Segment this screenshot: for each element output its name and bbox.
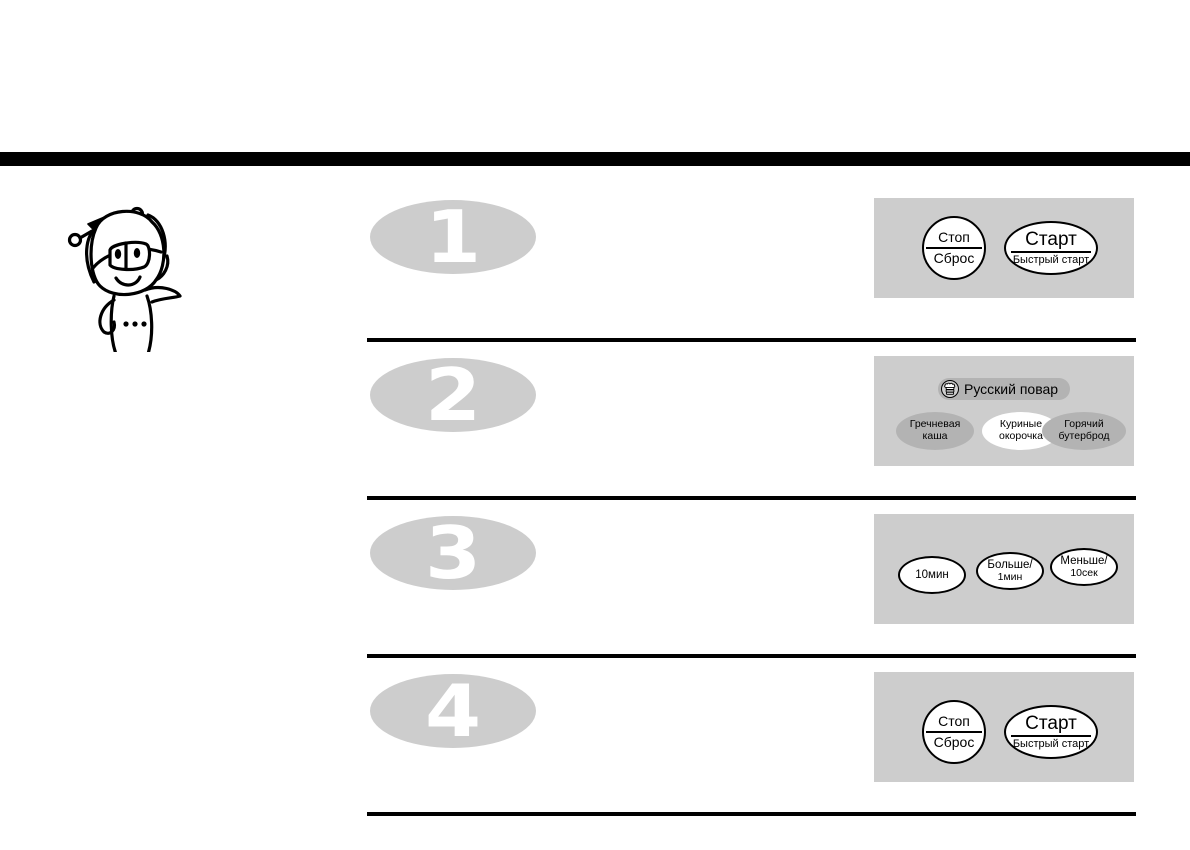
header-divider-bar (0, 152, 1190, 166)
time-button-line2: 10сек (1070, 566, 1098, 579)
control-panel-step-4: Стоп Сброс Старт Быстрый старт (874, 672, 1134, 782)
stop-label: Стоп (938, 713, 970, 730)
stop-label: Стоп (938, 229, 970, 246)
step-number-badge: 4 (370, 674, 536, 748)
menu-option-line1: Горячий (1064, 418, 1104, 431)
button-divider (926, 246, 982, 250)
start-label: Старт (1025, 713, 1077, 735)
start-quickstart-button[interactable]: Старт Быстрый старт (1004, 221, 1098, 275)
button-divider (1011, 734, 1091, 738)
menu-option-line1: Гречневая (909, 418, 961, 431)
time-button-line1: 10мин (915, 568, 949, 581)
menu-option-line2: окорочка (999, 430, 1043, 442)
quick-start-label: Быстрый старт (1012, 253, 1090, 266)
less-ten-second-button[interactable]: Меньше/ 10сек (1050, 548, 1118, 586)
control-panel-step-1: Стоп Сброс Старт Быстрый старт (874, 198, 1134, 298)
menu-option-line2: каша (922, 430, 948, 442)
button-divider (926, 730, 982, 734)
menu-option-buckwheat-porridge[interactable]: Гречневая каша (896, 412, 974, 450)
reset-label: Сброс (933, 250, 975, 267)
time-button-line1: Больше/ (987, 559, 1033, 572)
steps-list: 1 Стоп Сброс Старт Быстрый старт 2 (0, 166, 1190, 850)
step-row: 1 Стоп Сброс Старт Быстрый старт (0, 188, 1190, 346)
step-number: 2 (424, 353, 482, 437)
time-button-line1: Меньше/ (1060, 555, 1108, 568)
stop-reset-button[interactable]: Стоп Сброс (922, 700, 986, 764)
step-number-badge: 1 (370, 200, 536, 274)
stop-reset-button[interactable]: Стоп Сброс (922, 216, 986, 280)
step-separator (367, 812, 1136, 816)
ten-minute-button[interactable]: 10мин (898, 556, 966, 594)
header-area (0, 0, 1190, 152)
step-number: 3 (424, 511, 482, 595)
step-separator (367, 654, 1136, 658)
quick-start-label: Быстрый старт (1012, 737, 1090, 750)
button-divider (1011, 250, 1091, 254)
menu-option-line1: Куриные (999, 418, 1043, 431)
control-panel-step-2: Русский повар Гречневая каша Куриные око… (874, 356, 1134, 466)
step-separator (367, 338, 1136, 342)
step-number-badge: 2 (370, 358, 536, 432)
russian-cook-button[interactable]: Русский повар (938, 378, 1071, 400)
time-button-line2: 1мин (997, 570, 1023, 583)
reset-label: Сброс (933, 734, 975, 751)
russian-cook-label: Русский повар (964, 381, 1059, 397)
step-row: 2 Русский повар Гречневая (0, 346, 1190, 504)
control-panel-step-3: 10мин Больше/ 1мин Меньше/ 10сек (874, 514, 1134, 624)
step-row: 4 Стоп Сброс Старт Быстрый старт (0, 662, 1190, 820)
step-number: 4 (424, 669, 482, 753)
step-row: 3 10мин Больше/ 1мин Меньше/ 10сек (0, 504, 1190, 662)
start-quickstart-button[interactable]: Старт Быстрый старт (1004, 705, 1098, 759)
step-number: 1 (424, 195, 482, 279)
menu-option-hot-sandwich[interactable]: Горячий бутерброд (1042, 412, 1126, 450)
more-one-minute-button[interactable]: Больше/ 1мин (976, 552, 1044, 590)
robot-character-icon (67, 206, 182, 382)
step-number-badge: 3 (370, 516, 536, 590)
chef-hat-glyph (944, 382, 956, 395)
chef-hat-icon (941, 380, 959, 398)
start-label: Старт (1025, 229, 1077, 251)
step-separator (367, 496, 1136, 500)
menu-option-line2: бутерброд (1058, 430, 1110, 442)
mascot-illustration (52, 172, 202, 382)
